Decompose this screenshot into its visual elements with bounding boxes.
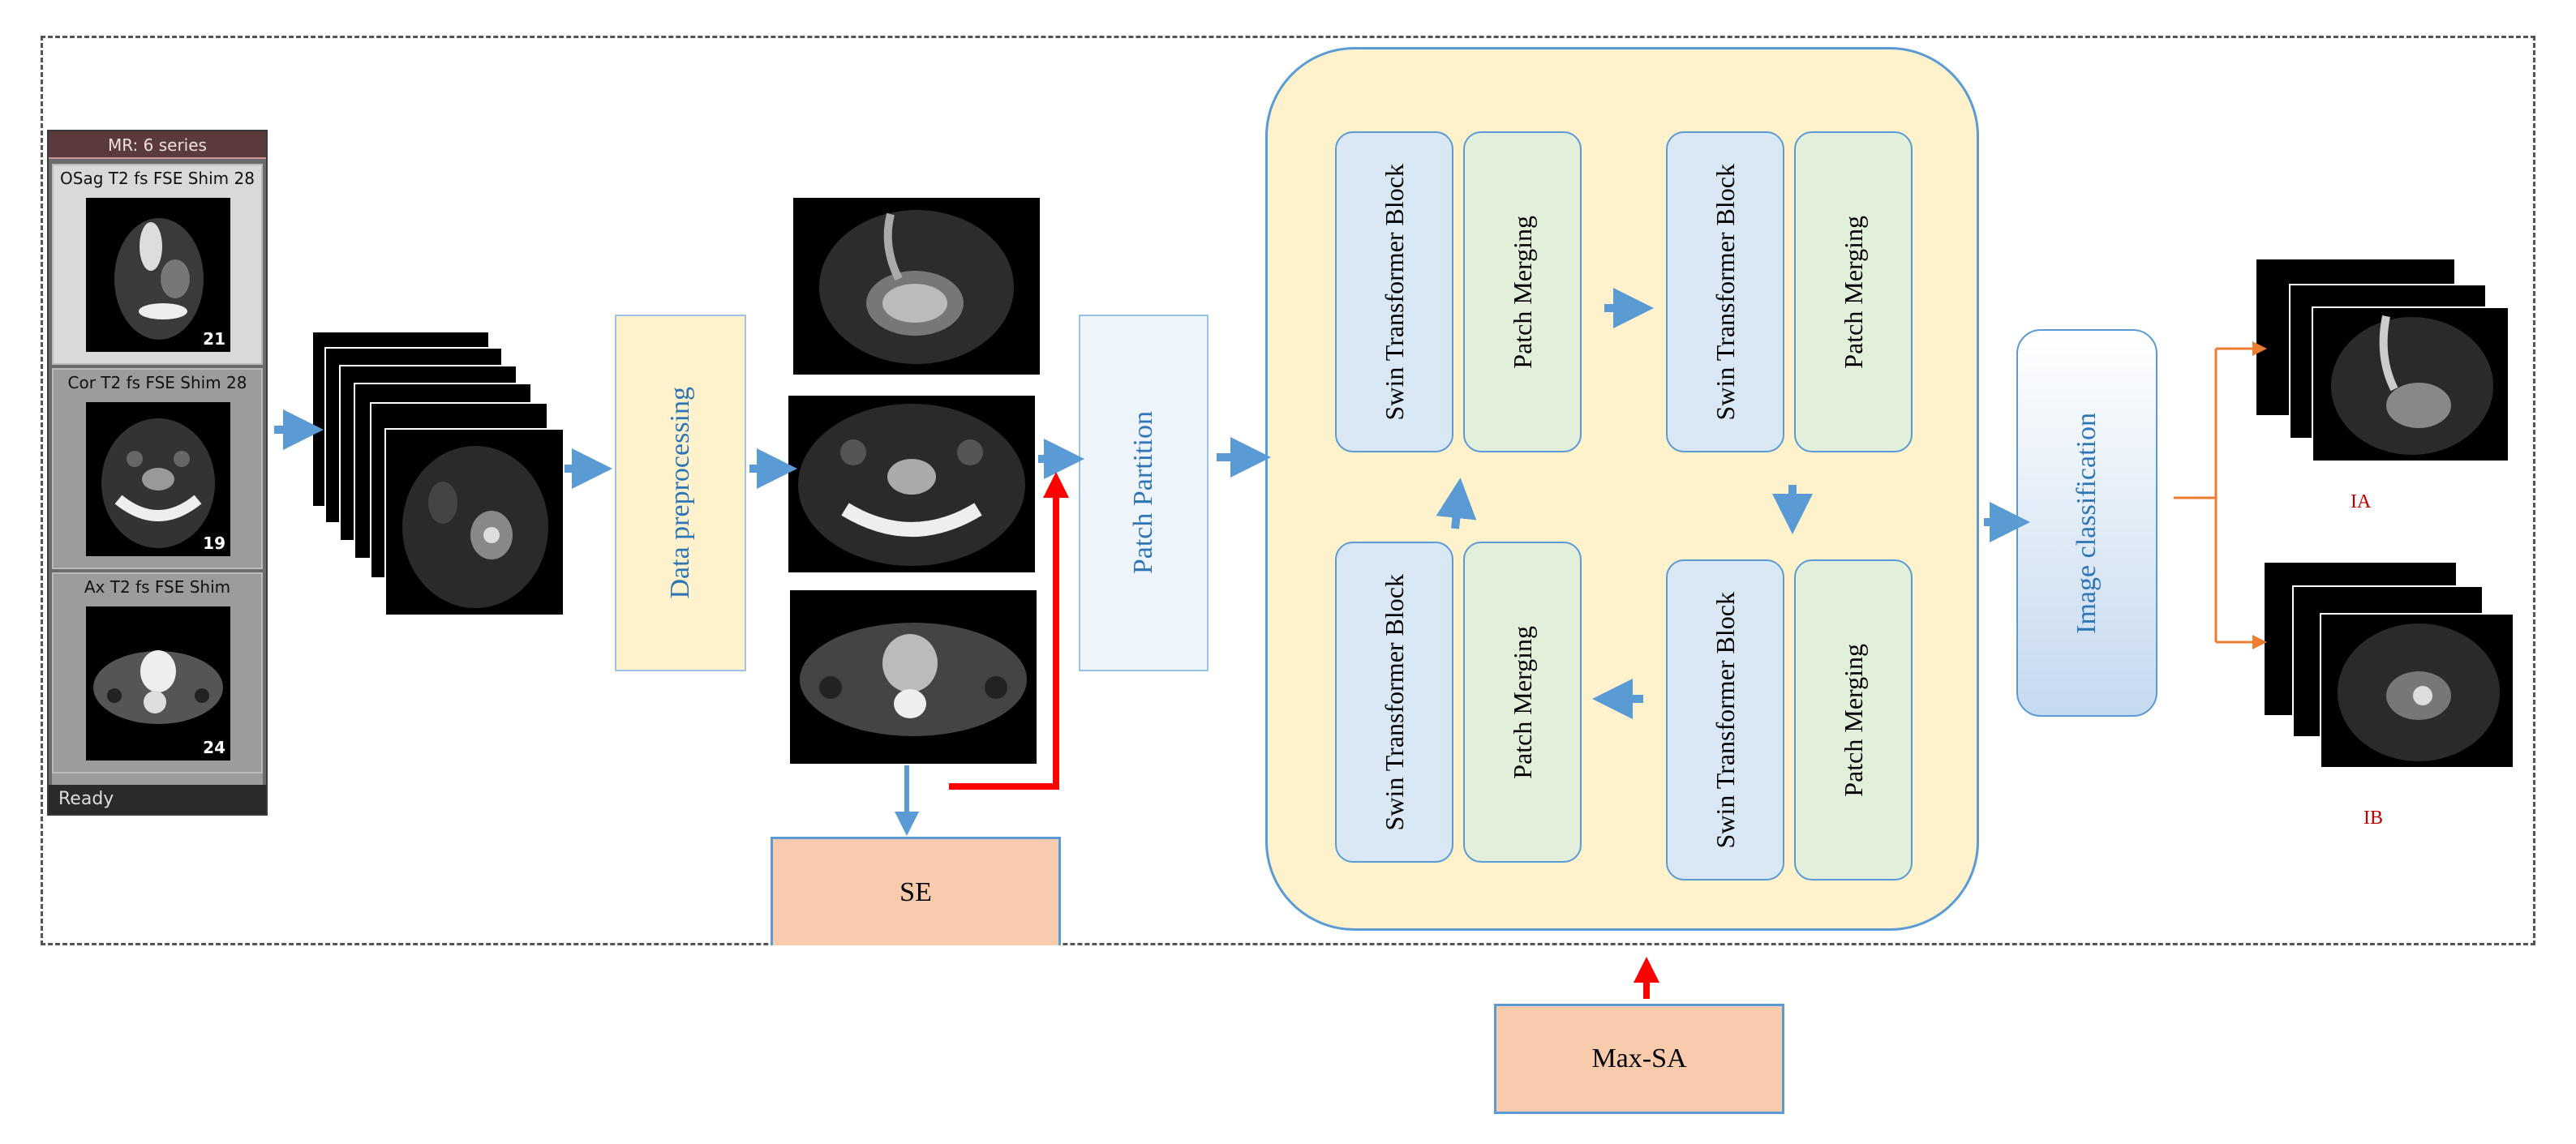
mri-sagittal-image — [2338, 623, 2500, 761]
swin-transformer-block: Swin Transformer Block — [1666, 131, 1784, 452]
slice-count: 19 — [203, 533, 225, 553]
data-preprocessing-box: Data preprocessing — [615, 315, 746, 671]
mri-coronal-image — [798, 404, 1025, 566]
output-ia-slice-front — [2312, 306, 2509, 462]
swin-transformer-block: Swin Transformer Block — [1666, 559, 1784, 880]
status-bar: Ready — [49, 785, 266, 814]
output-ib-slice-front — [2320, 613, 2514, 769]
mr-series-label: Ax T2 fs FSE Shim — [84, 577, 231, 597]
output-ib-label: IB — [2363, 808, 2383, 829]
patch-merging-block: Patch Merging — [1794, 131, 1913, 452]
mr-series-item[interactable]: OSag T2 fs FSE Shim 28 21 — [52, 164, 263, 365]
mr-series-label: Cor T2 fs FSE Shim 28 — [67, 373, 247, 392]
mri-coronal-image — [101, 418, 215, 548]
mr-series-label: OSag T2 fs FSE Shim 28 — [60, 169, 255, 188]
se-label: SE — [899, 876, 932, 907]
mr-series-panel: MR: 6 series OSag T2 fs FSE Shim 28 21 C… — [47, 130, 268, 816]
mr-series-item[interactable]: Ax T2 fs FSE Shim 24 — [52, 572, 263, 773]
slice-count: 24 — [203, 738, 225, 757]
mri-sagittal-processed — [793, 198, 1040, 375]
mri-sagittal-image — [2331, 315, 2493, 455]
mr-thumbnail: 19 — [86, 402, 230, 556]
mr-series-item[interactable]: Cor T2 fs FSE Shim 28 19 — [52, 368, 263, 569]
max-sa-box: Max-SA — [1494, 1004, 1784, 1114]
patch-merging-block: Patch Merging — [1794, 559, 1913, 880]
output-ia-label: IA — [2351, 491, 2372, 512]
slice-count: 21 — [203, 329, 225, 349]
patch-partition-box: Patch Partition — [1079, 315, 1209, 671]
se-feedback-arrow — [949, 472, 1069, 790]
mri-coronal-processed — [788, 396, 1035, 572]
mr-thumbnail: 21 — [86, 198, 230, 352]
mri-axial-processed — [790, 590, 1037, 764]
mri-sagittal-image — [819, 210, 1014, 364]
mri-slice-front — [384, 428, 565, 616]
mr-panel-header: MR: 6 series — [49, 131, 266, 159]
dashed-frame — [41, 36, 2535, 945]
mri-coronal-image — [402, 446, 548, 608]
patch-merging-block: Patch Merging — [1463, 542, 1582, 863]
mri-sagittal-image — [114, 218, 204, 340]
mri-axial-image — [800, 623, 1027, 736]
patch-merging-block: Patch Merging — [1463, 131, 1582, 452]
mr-thumbnail: 24 — [86, 606, 230, 761]
mri-axial-image — [93, 650, 223, 724]
swin-transformer-block: Swin Transformer Block — [1335, 131, 1453, 452]
swin-transformer-block: Swin Transformer Block — [1335, 542, 1453, 863]
arrow-up — [1436, 478, 1477, 529]
max-sa-label: Max-SA — [1591, 1043, 1687, 1073]
se-box: SE — [771, 837, 1061, 945]
